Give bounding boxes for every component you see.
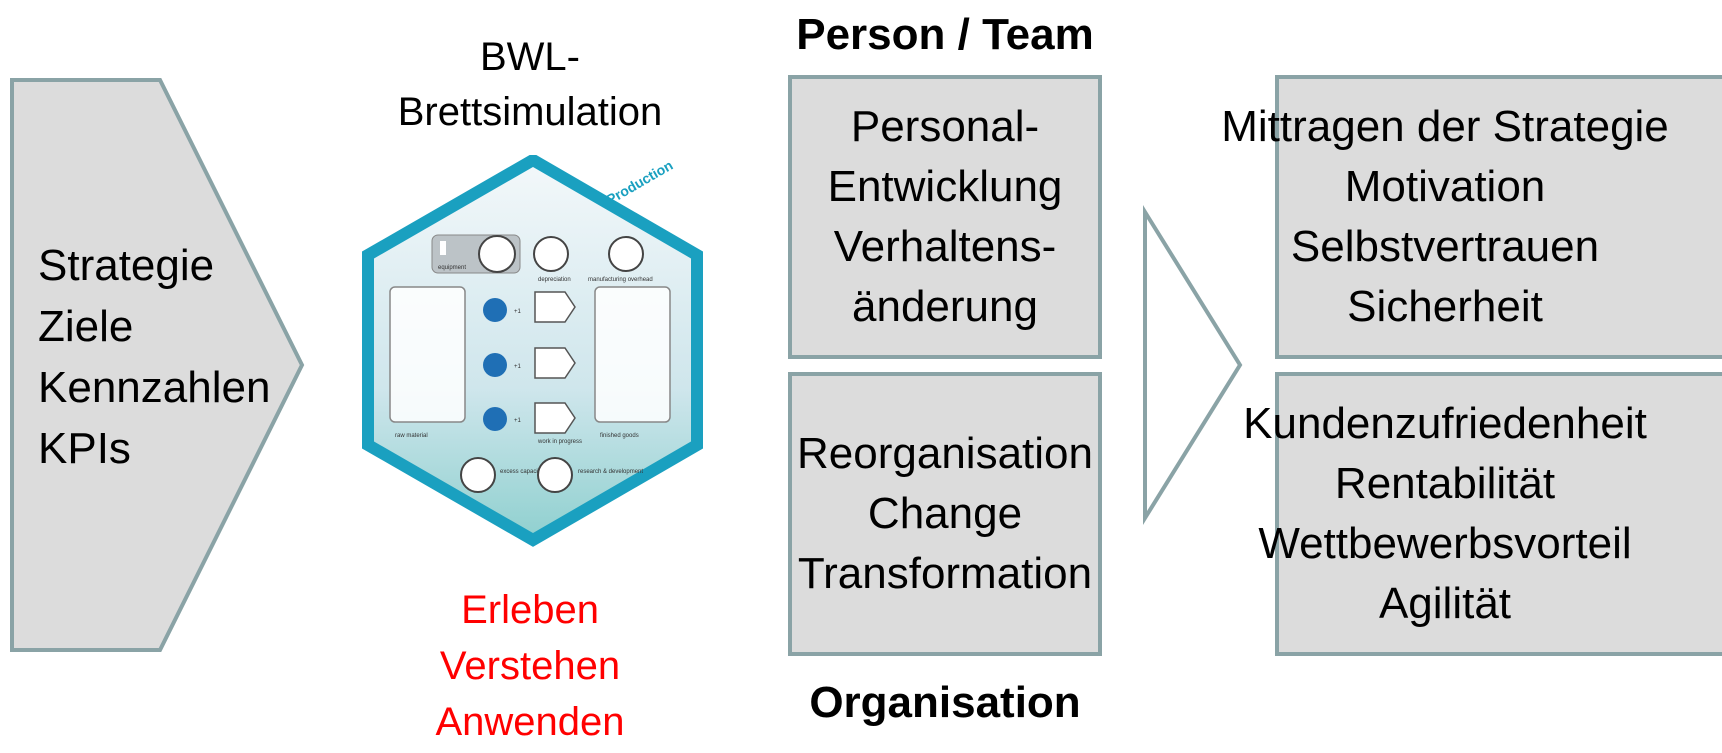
research-circle <box>537 457 573 493</box>
results-bottom-line: Rentabilität <box>1334 459 1556 508</box>
strategy-list: Strategie Ziele Kennzahlen KPIs <box>38 235 270 479</box>
results-bottom-line: Agilität <box>1378 579 1512 628</box>
organisation-line: Reorganisation <box>797 429 1093 478</box>
coin-dot <box>483 407 507 431</box>
wip-slot <box>534 291 576 323</box>
person-team-line: änderung <box>852 282 1038 331</box>
results-top-line: Sicherheit <box>1347 282 1543 331</box>
depreciation-circle <box>533 236 569 272</box>
results-top-line: Motivation <box>1344 162 1546 211</box>
outcome-item: Erleben <box>461 588 599 632</box>
board-label: equipment <box>438 265 466 271</box>
raw-material-area <box>389 286 466 423</box>
board-label: depreciation <box>538 277 571 283</box>
simulation-outcomes: Erleben Verstehen Anwenden <box>380 582 680 750</box>
strategy-item: Ziele <box>38 302 134 351</box>
result-arrow-icon <box>1143 204 1243 526</box>
results-top-box: Mittragen der Strategie Motivation Selbs… <box>1221 75 1722 359</box>
board-label: manufacturing overhead <box>588 277 653 283</box>
organisation-line: Change <box>867 489 1023 538</box>
board-label: work in progress <box>537 439 582 445</box>
simulation-title-line: Brettsimulation <box>397 90 663 134</box>
organisation-heading: Organisation <box>809 678 1081 727</box>
outcome-item: Anwenden <box>435 700 625 744</box>
results-bottom-box: Kundenzufriedenheit Rentabilität Wettbew… <box>1243 372 1722 656</box>
equipment-circle <box>478 235 516 273</box>
coin-dot <box>483 353 507 377</box>
board-label: raw material <box>395 433 428 439</box>
results-top-line: Mittragen der Strategie <box>1221 102 1669 151</box>
strategy-item: KPIs <box>38 424 131 473</box>
organisation-line: Transformation <box>797 549 1093 598</box>
results-top-line: Selbstvertrauen <box>1290 222 1600 271</box>
board-label: excess capacity <box>500 469 542 475</box>
organisation-box: Reorganisation Change Transformation <box>788 372 1102 656</box>
simulation-title: BWL- Brettsimulation <box>380 30 680 140</box>
strategy-chevron <box>10 78 305 652</box>
board-label: finished goods <box>600 433 639 439</box>
finished-goods-area <box>594 286 671 423</box>
coin-label: +1 <box>514 309 522 315</box>
board-game-hexagon: Production equipment depreciation manufa… <box>362 155 703 547</box>
excess-capacity-circle <box>460 457 496 493</box>
coin-label: +1 <box>514 418 522 424</box>
coin-label: +1 <box>514 364 522 370</box>
person-team-box: Personal- Entwicklung Verhaltens- änderu… <box>788 75 1102 359</box>
overhead-circle <box>608 236 644 272</box>
strategy-item: Kennzahlen <box>38 363 271 412</box>
strategy-item: Strategie <box>38 241 215 290</box>
person-team-heading: Person / Team <box>796 10 1094 59</box>
wip-slot <box>534 402 576 434</box>
board-label: research & development <box>578 469 643 475</box>
person-team-line: Entwicklung <box>827 162 1063 211</box>
results-bottom-line: Kundenzufriedenheit <box>1243 399 1647 448</box>
board-title: Production <box>604 157 676 208</box>
simulation-title-line: BWL- <box>480 35 580 79</box>
person-team-line: Verhaltens- <box>833 222 1057 271</box>
outcome-item: Verstehen <box>439 644 621 688</box>
person-team-line: Personal- <box>850 102 1040 151</box>
wip-slot <box>534 347 576 379</box>
coin-dot <box>483 298 507 322</box>
results-bottom-line: Wettbewerbsvorteil <box>1258 519 1632 568</box>
